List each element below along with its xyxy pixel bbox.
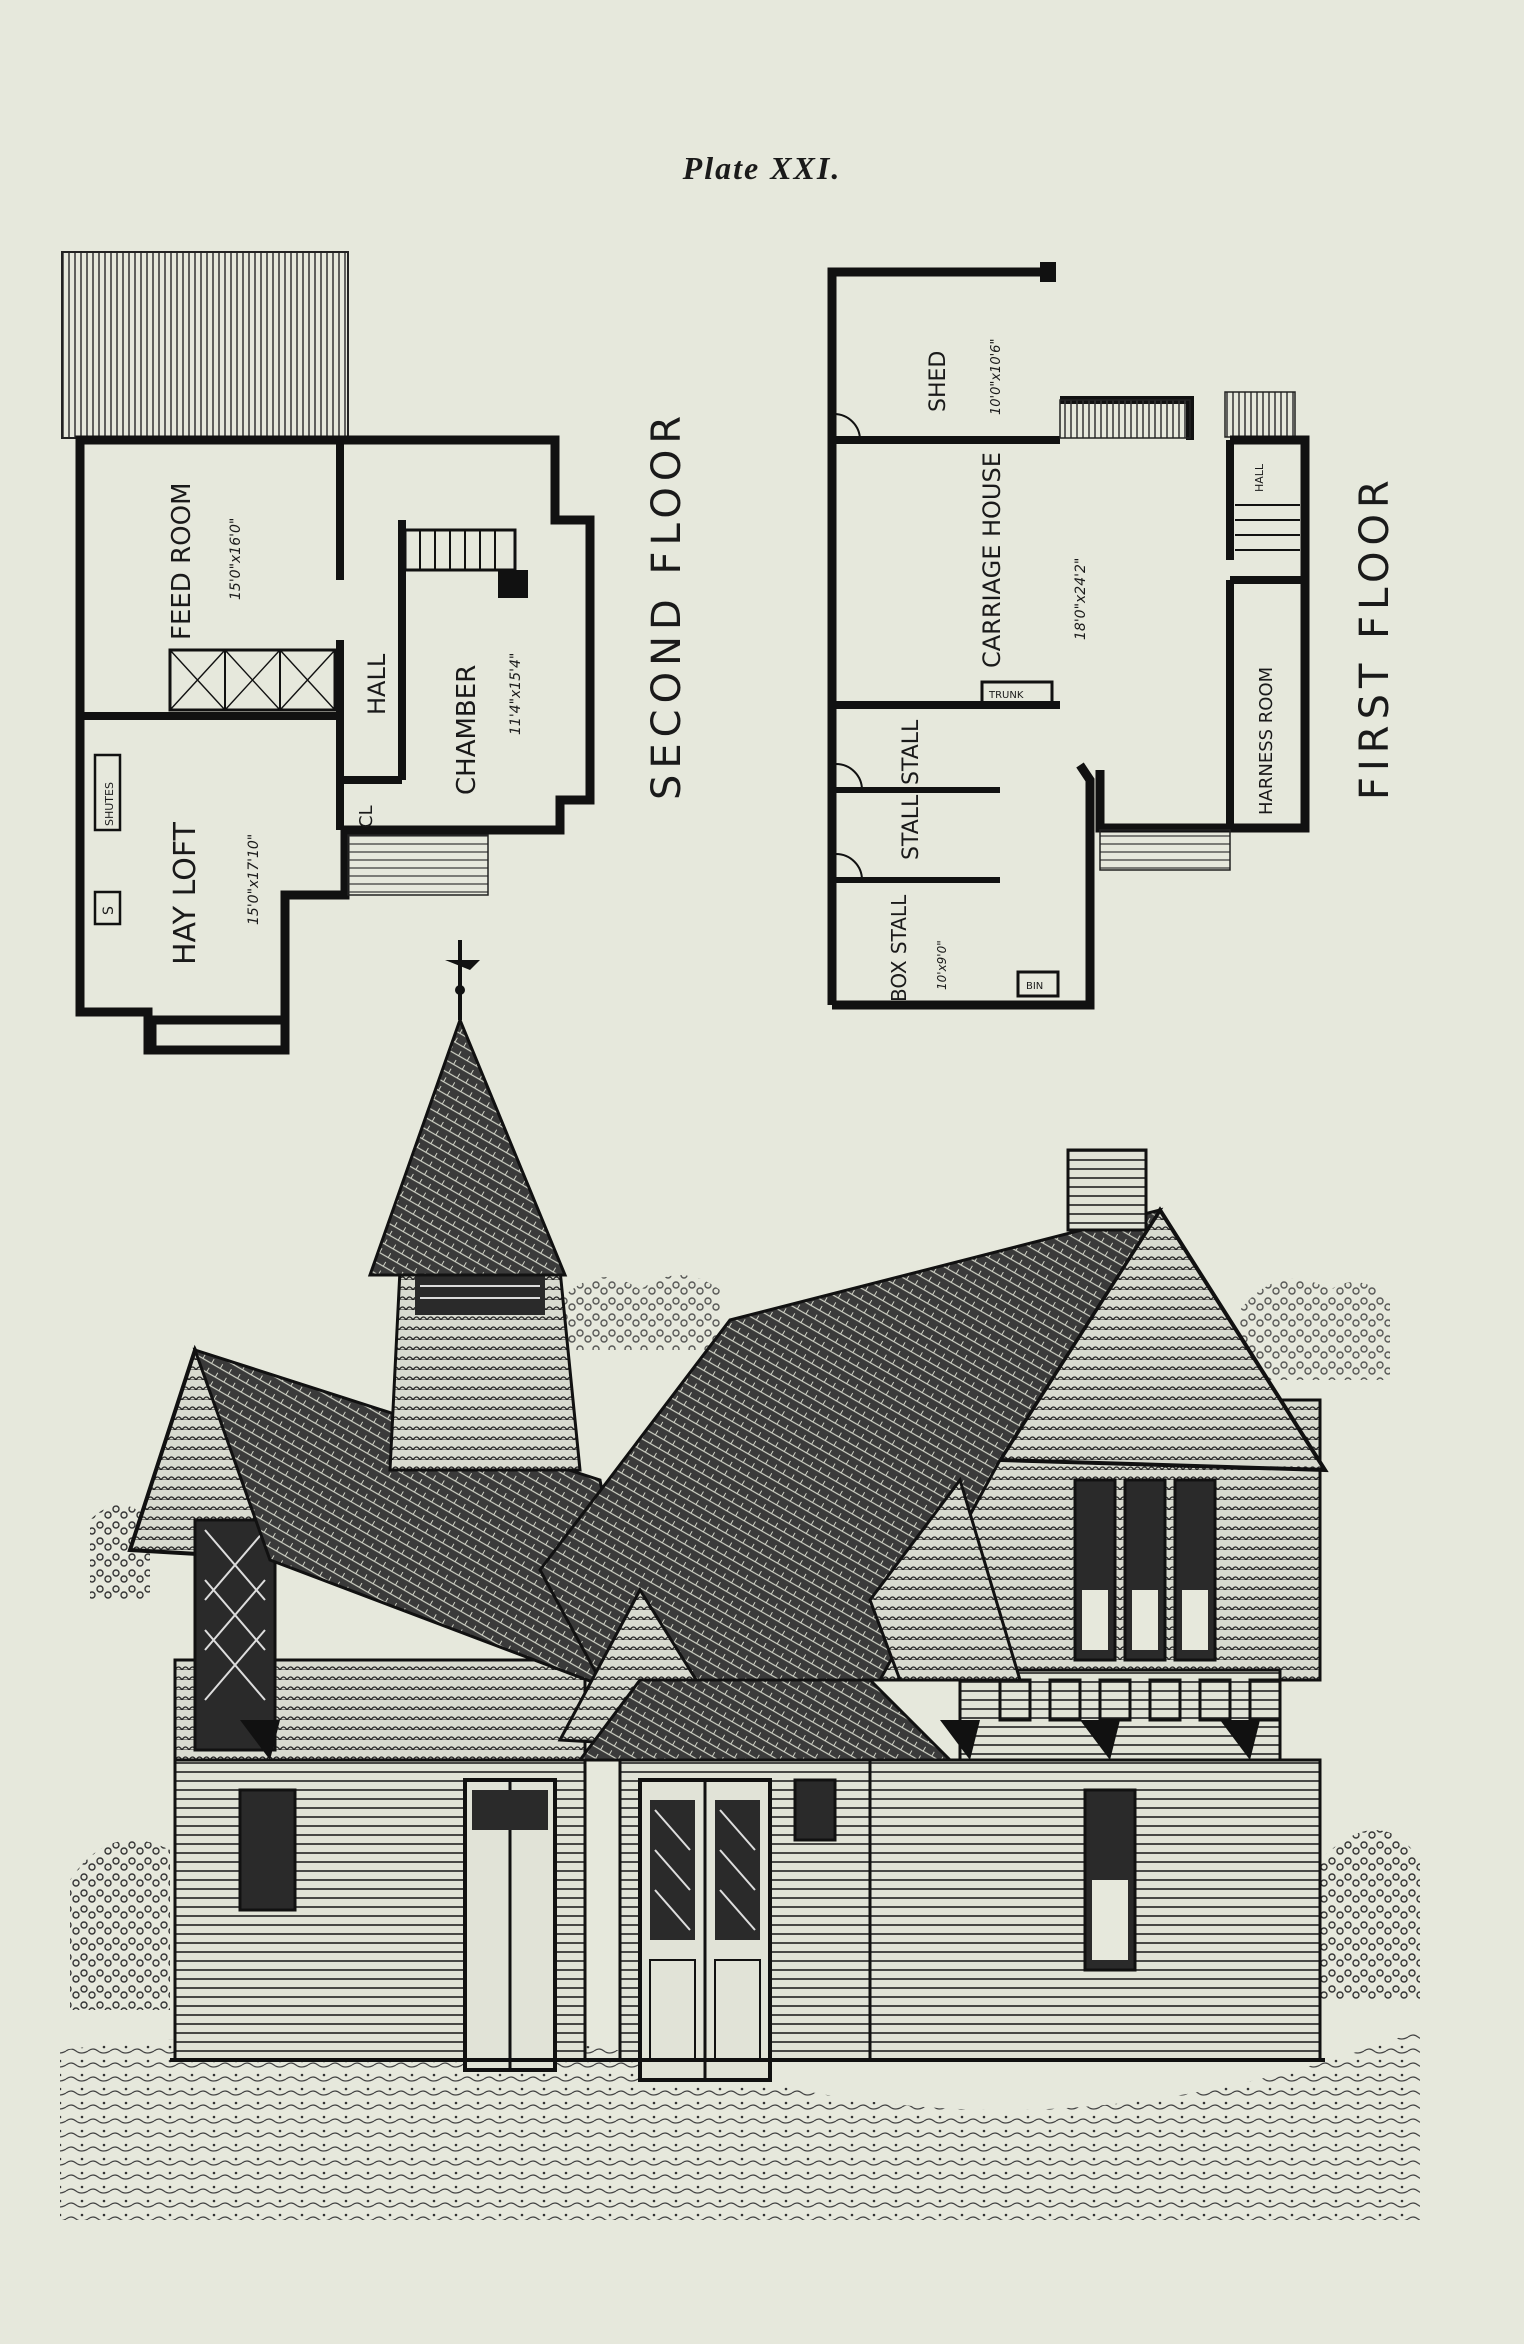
s-label: S — [101, 906, 117, 915]
feed-bins — [168, 648, 337, 712]
shed-dims: 10'0"x10'6" — [989, 339, 1004, 415]
first-floor-title: FIRST FLOOR — [1352, 474, 1398, 800]
harness-room-label: HARNESS ROOM — [1256, 667, 1277, 815]
chamber-label: CHAMBER — [452, 665, 482, 795]
shutes-box — [93, 753, 122, 832]
tower-spire — [367, 1015, 568, 1277]
stall-2-label: STALL — [899, 719, 924, 785]
lower-right-window — [1083, 1788, 1137, 1972]
stall-1-label: STALL — [899, 794, 924, 860]
bin-box — [1016, 970, 1060, 998]
barn-elevation — [60, 940, 1420, 2220]
bin-label: BIN — [1026, 981, 1043, 992]
stair — [403, 528, 528, 598]
feed-room-label: FEED ROOM — [167, 482, 197, 640]
feed-room-dims: 15'0"x16'0" — [228, 518, 244, 600]
roof-hatch-area — [61, 251, 349, 439]
first-hall-label: HALL — [1253, 463, 1266, 492]
carriage-house-label: CARRIAGE HOUSE — [978, 452, 1006, 668]
box-stall-dims: 10'x9'0" — [935, 940, 949, 990]
first-floor-plan: TRUNK BIN SHED 10'0"x10'6" CARRIAGE HOUS… — [827, 262, 1398, 1010]
trunk-label: TRUNK — [988, 690, 1024, 701]
shutes-label: SHUTES — [103, 782, 116, 826]
main-roof — [538, 1207, 1164, 1682]
shed-label: SHED — [926, 351, 951, 412]
hay-loft-label: HAY LOFT — [168, 821, 203, 965]
first-floor-stair — [1235, 504, 1300, 551]
chimney — [1066, 1148, 1148, 1232]
carriage-doors — [638, 1778, 772, 2082]
closet-label: CL — [356, 805, 377, 828]
plate-title: Plate XXI. — [682, 150, 842, 186]
second-floor-walls — [75, 435, 595, 1055]
hay-loft-dims: 15'0"x17'10" — [246, 834, 262, 925]
upper-windows — [1073, 1478, 1217, 1662]
side-door — [463, 1778, 557, 2072]
box-stall-label: BOX STALL — [887, 894, 911, 1002]
second-floor-title: SECOND FLOOR — [644, 410, 690, 800]
s-box — [93, 890, 122, 926]
carriage-house-dims: 18'0"x24'2" — [1073, 558, 1089, 640]
chamber-dims: 11'4"x15'4" — [508, 653, 524, 735]
balcony-rail — [998, 1678, 1282, 1722]
second-hall-label: HALL — [363, 653, 391, 715]
trunk-box — [980, 680, 1054, 706]
second-floor-plan: FEED ROOM 15'0"x16'0" HALL CHAMBER 11'4"… — [61, 251, 690, 1055]
